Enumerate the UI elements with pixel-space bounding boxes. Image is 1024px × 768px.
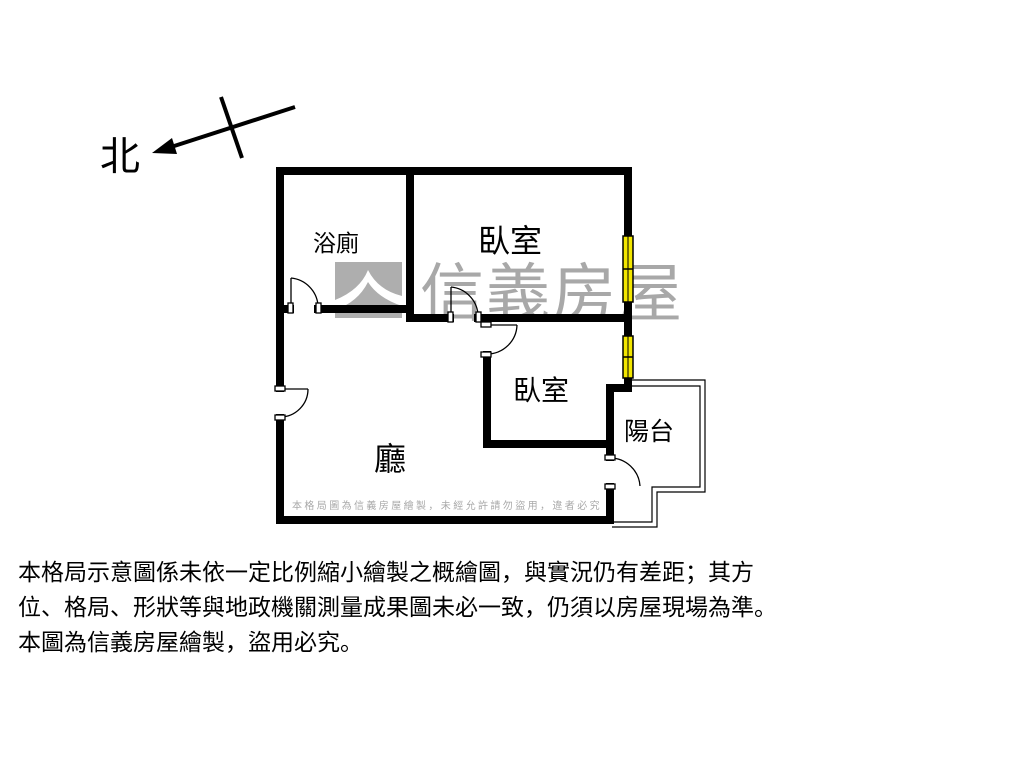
disclaimer-line: 位、格局、形狀等與地政機關測量成果圖未必一致，仍須以房屋現場為準。 [18, 595, 777, 621]
disclaimer: 本格局示意圖係未依一定比例縮小繪製之概繪圖，與實況仍有差距；其方 位、格局、形狀… [18, 556, 1018, 661]
disclaimer-line: 本圖為信義房屋繪製，盜用必究。 [18, 630, 363, 656]
room-label-bedroom-2: 臥室 [513, 374, 569, 407]
window-bedroom-2 [622, 335, 634, 379]
room-label-bedroom-1: 臥室 [478, 222, 542, 260]
door-entrance [274, 385, 309, 421]
north-arrow [152, 96, 296, 159]
disclaimer-line: 本格局示意圖係未依一定比例縮小繪製之概繪圖，與實況仍有差距；其方 [18, 560, 754, 586]
door-bedroom-2 [480, 321, 518, 358]
door-bedroom-1 [447, 286, 482, 323]
window-bedroom-1 [622, 235, 634, 303]
watermark-notice: 本格局圖為信義房屋繪製，未經允許請勿盜用，違者必究 [292, 499, 602, 512]
door-balcony [604, 454, 641, 490]
doors [274, 277, 641, 490]
north-label: 北 [100, 134, 140, 180]
balcony-railing [612, 379, 706, 528]
room-label-bathroom: 浴廁 [313, 231, 359, 257]
room-label-balcony: 陽台 [624, 417, 674, 446]
walls [276, 167, 632, 524]
room-label-living: 廳 [374, 440, 406, 478]
door-bathroom [287, 277, 322, 314]
